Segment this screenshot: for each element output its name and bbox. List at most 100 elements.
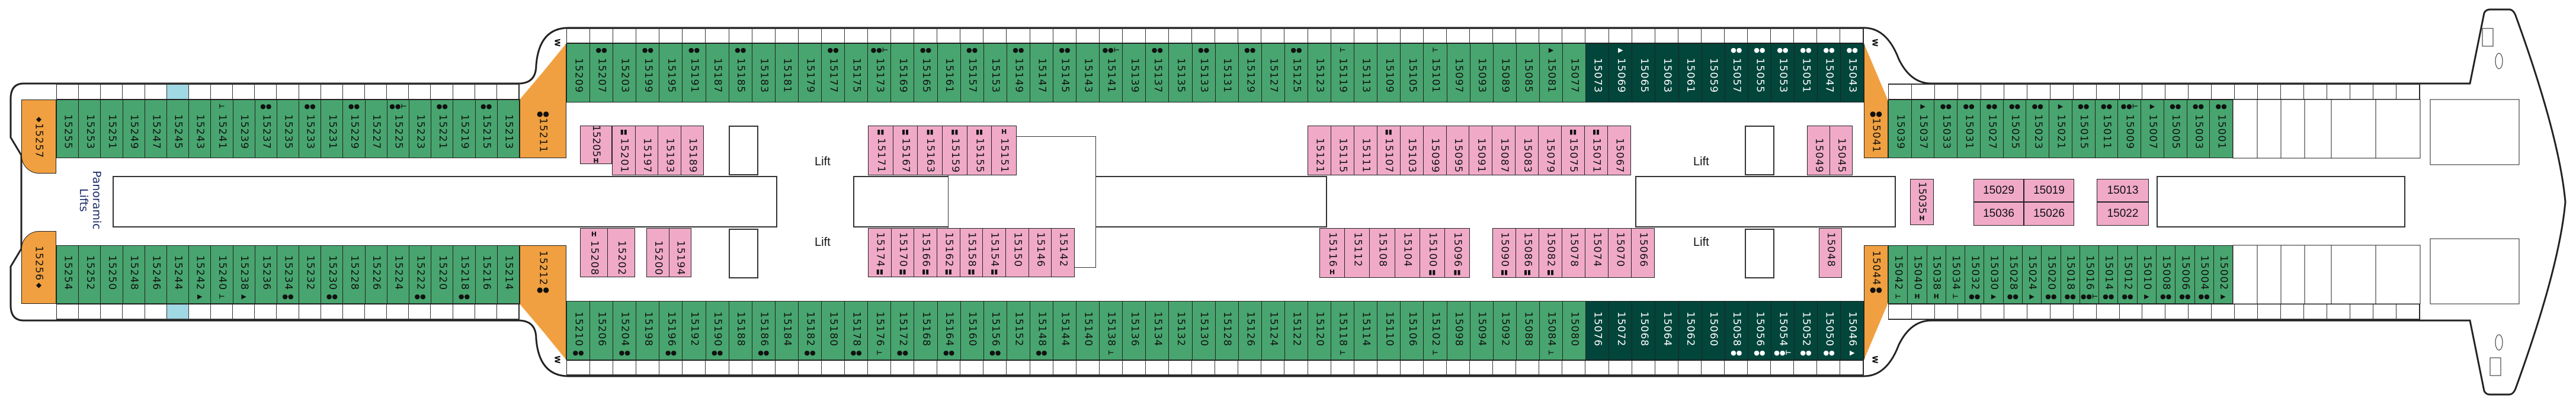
cabin-15088[interactable]: 15088 — [1516, 301, 1540, 360]
cabin-15227[interactable]: 15227 — [365, 100, 387, 158]
cabin-15068[interactable]: 15068 — [1632, 301, 1656, 360]
cabin-15128[interactable]: 15128 — [1215, 301, 1239, 360]
cabin-15054[interactable]: ●●⊢15054 — [1771, 301, 1795, 360]
cabin-15176[interactable]: ⊢15176 — [868, 301, 892, 360]
cabin-15029[interactable]: 15029 — [1973, 179, 2024, 202]
cabin-15077[interactable]: 15077 — [1563, 43, 1587, 102]
cabin-15102[interactable]: ⊢15102 — [1424, 301, 1447, 360]
cabin-15032[interactable]: ●●15032 — [1965, 245, 1985, 304]
cabin-15101[interactable]: ⊢15101 — [1424, 43, 1447, 102]
cabin-15049[interactable]: 15049 — [1807, 126, 1830, 175]
cabin-15218[interactable]: ●●15218 — [453, 245, 476, 304]
cabin-15159[interactable]: ▮▮15159 — [943, 126, 967, 175]
cabin-15246[interactable]: 15246 — [145, 245, 167, 304]
cabin-15229[interactable]: ●●15229 — [343, 100, 366, 158]
cabin-15188[interactable]: 15188 — [729, 301, 752, 360]
cabin-15076[interactable]: 15076 — [1586, 301, 1610, 360]
cabin-15018[interactable]: ●●15018 — [2061, 245, 2080, 304]
cabin-15090[interactable]: ▮▮15090 — [1492, 228, 1516, 278]
cabin-15009[interactable]: ●●⊢15009 — [2118, 100, 2142, 158]
cabin-15093[interactable]: 15093 — [1470, 43, 1494, 102]
cabin-15240[interactable]: ⊢15240 — [211, 245, 233, 304]
cabin-15179[interactable]: 15179 — [798, 43, 822, 102]
cabin-15198[interactable]: 15198 — [636, 301, 660, 360]
cabin-15098[interactable]: 15098 — [1447, 301, 1470, 360]
cabin-15205[interactable]: 15205 H — [580, 125, 612, 165]
cabin-15007[interactable]: ▶15007 — [2141, 100, 2164, 158]
cabin-15201[interactable]: ▮▮15201 — [612, 126, 636, 175]
cabin-15095[interactable]: 15095 — [1446, 126, 1470, 175]
cabin-15169[interactable]: 15169 — [891, 43, 915, 102]
cabin-15035[interactable]: 15035 H — [1910, 179, 1934, 225]
cabin-15139[interactable]: 15139 — [1123, 43, 1146, 102]
cabin-15172[interactable]: ●●15172 — [891, 301, 915, 360]
cabin-15015[interactable]: ●●15015 — [2072, 100, 2096, 158]
cabin-15048[interactable]: 15048 — [1819, 228, 1842, 278]
cabin-15031[interactable]: ●●15031 — [1957, 100, 1981, 158]
cabin-15189[interactable]: 15189 — [681, 126, 704, 175]
cabin-15175[interactable]: 15175 — [845, 43, 869, 102]
cabin-15051[interactable]: ●●15051 — [1794, 43, 1818, 102]
cabin-15073[interactable]: 15073 — [1586, 43, 1610, 102]
cabin-15166[interactable]: ▮▮15166 — [914, 228, 938, 277]
cabin-15021[interactable]: ▶15021 — [2049, 100, 2072, 158]
cabin-15168[interactable]: 15168 — [914, 301, 938, 360]
cabin-15087[interactable]: 15087 — [1492, 126, 1516, 175]
cabin-15078[interactable]: 15078 — [1562, 228, 1585, 278]
cabin-15209[interactable]: 15209 — [566, 43, 591, 102]
cabin-15072[interactable]: 15072 — [1609, 301, 1633, 360]
cabin-15144[interactable]: 15144 — [1053, 301, 1077, 360]
cabin-15003[interactable]: ●●15003 — [2187, 100, 2210, 158]
cabin-15033[interactable]: ●●15033 — [1934, 100, 1958, 158]
cabin-15046[interactable]: ▶15046 — [1841, 301, 1864, 360]
cabin-15146[interactable]: 15146 — [1029, 228, 1052, 277]
cabin-15204[interactable]: ●●15204 — [613, 301, 637, 360]
cabin-15053[interactable]: ●●15053 — [1771, 43, 1795, 102]
cabin-15251[interactable]: 15251 — [101, 100, 123, 158]
cabin-15129[interactable]: ●●15129 — [1238, 43, 1262, 102]
cabin-15254[interactable]: 15254 — [56, 245, 79, 304]
cabin-15224[interactable]: 15224 — [387, 245, 409, 304]
cabin-15006[interactable]: ●●15006 — [2175, 245, 2195, 304]
cabin-15206[interactable]: 15206 — [590, 301, 614, 360]
cabin-15213[interactable]: 15213 — [497, 100, 520, 158]
cabin-15092[interactable]: 15092 — [1493, 301, 1517, 360]
cabin-15085[interactable]: 15085 — [1516, 43, 1540, 102]
cabin-15103[interactable]: 15103 — [1400, 126, 1424, 175]
cabin-15230[interactable]: ●●15230 — [321, 245, 344, 304]
cabin-15235[interactable]: 15235 — [277, 100, 300, 158]
cabin-15065[interactable]: 15065 — [1632, 43, 1656, 102]
cabin-15152[interactable]: 15152 — [1007, 301, 1030, 360]
cabin-15228[interactable]: 15228 — [343, 245, 366, 304]
cabin-15248[interactable]: 15248 — [123, 245, 145, 304]
cabin-15120[interactable]: 15120 — [1308, 301, 1332, 360]
cabin-15075[interactable]: ▮▮15075 — [1562, 126, 1585, 175]
cabin-15020[interactable]: ●●15020 — [2042, 245, 2061, 304]
cabin-15187[interactable]: 15187 — [706, 43, 729, 102]
cabin-15132[interactable]: 15132 — [1169, 301, 1193, 360]
cabin-15005[interactable]: ●●15005 — [2164, 100, 2187, 158]
cabin-15011[interactable]: ●●15011 — [2095, 100, 2119, 158]
cabin-15008[interactable]: ●●15008 — [2156, 245, 2176, 304]
cabin-15004[interactable]: ●●15004 — [2194, 245, 2214, 304]
cabin-15184[interactable]: 15184 — [775, 301, 799, 360]
cabin-15039[interactable]: 15039 — [1888, 100, 1912, 158]
cabin-15025[interactable]: ●●15025 — [2003, 100, 2027, 158]
cabin-15185[interactable]: ●●15185 — [729, 43, 752, 102]
cabin-15197[interactable]: 15197 — [635, 126, 658, 175]
cabin-15134[interactable]: 15134 — [1146, 301, 1170, 360]
cabin-15174[interactable]: ▮▮15174 — [868, 228, 892, 277]
cabin-15147[interactable]: 15147 — [1030, 43, 1053, 102]
cabin-15219[interactable]: 15219 — [453, 100, 476, 158]
cabin-15002[interactable]: ▶15002 — [2213, 245, 2234, 304]
cabin-15016[interactable]: ●●⊢15016 — [2080, 245, 2100, 304]
cabin-15241[interactable]: ⊢15241 — [211, 100, 233, 158]
cabin-15014[interactable]: ●●15014 — [2099, 245, 2119, 304]
cabin-15045[interactable]: 15045 — [1830, 126, 1853, 175]
cabin-15013[interactable]: 15013 — [2097, 179, 2149, 202]
cabin-15222[interactable]: ●●15222 — [409, 245, 432, 304]
cabin-15138[interactable]: ⊢15138 — [1100, 301, 1123, 360]
cabin-15167[interactable]: ▮▮15167 — [893, 126, 918, 175]
cabin-15165[interactable]: ●●15165 — [914, 43, 938, 102]
